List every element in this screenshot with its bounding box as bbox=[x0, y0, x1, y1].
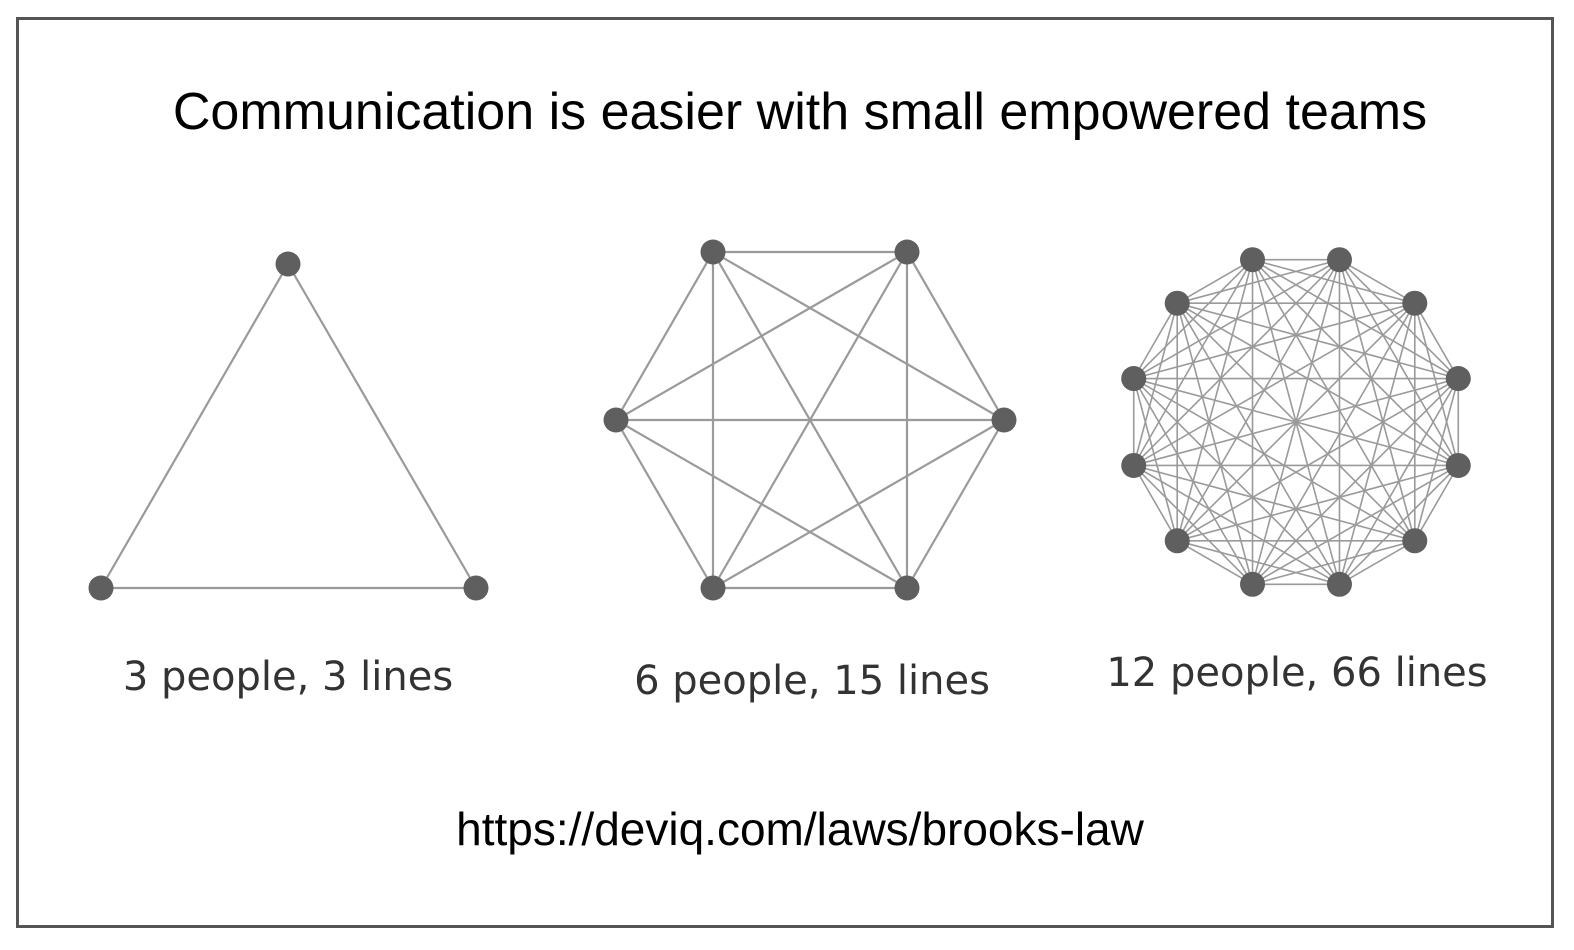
person-node bbox=[1240, 571, 1266, 597]
person-node bbox=[463, 575, 489, 601]
person-node bbox=[1121, 366, 1147, 392]
communication-line bbox=[1176, 302, 1254, 585]
communication-line bbox=[1133, 464, 1254, 585]
communication-line bbox=[1252, 540, 1416, 586]
person-node bbox=[1445, 366, 1471, 392]
communication-line bbox=[1176, 302, 1459, 380]
person-node bbox=[1326, 247, 1352, 273]
communication-line bbox=[1133, 378, 1254, 585]
person-node bbox=[700, 239, 726, 265]
communication-line bbox=[1251, 302, 1416, 585]
communication-line bbox=[1251, 259, 1416, 542]
communication-line bbox=[1176, 302, 1416, 542]
communication-line bbox=[1414, 465, 1459, 542]
person-node bbox=[1121, 452, 1147, 478]
communication-line bbox=[1132, 378, 1178, 542]
person-node bbox=[603, 407, 629, 433]
person-node bbox=[1402, 290, 1428, 316]
person-node bbox=[1445, 452, 1471, 478]
communication-line bbox=[1414, 302, 1459, 379]
communication-line bbox=[1133, 465, 1178, 542]
diagram-title: Communication is easier with small empow… bbox=[172, 83, 1428, 141]
communication-line bbox=[1339, 259, 1416, 304]
communication-line bbox=[1133, 464, 1416, 542]
person-node bbox=[894, 575, 920, 601]
communication-line bbox=[1176, 302, 1341, 585]
source-url: https://deviq.com/laws/brooks-law bbox=[456, 803, 1144, 855]
communication-line bbox=[1133, 377, 1416, 542]
communication-line bbox=[615, 419, 714, 589]
communication-line bbox=[1339, 540, 1416, 585]
communication-line bbox=[1176, 540, 1253, 585]
communication-line bbox=[615, 251, 714, 421]
person-node bbox=[894, 239, 920, 265]
graph-6-people bbox=[603, 239, 1017, 601]
person-node bbox=[700, 575, 726, 601]
communication-line bbox=[712, 419, 1005, 589]
communication-line bbox=[906, 251, 1005, 421]
communication-line bbox=[1133, 302, 1416, 467]
person-node bbox=[1164, 290, 1190, 316]
graph-label-6: 6 people, 15 lines bbox=[634, 658, 990, 704]
diagram-frame bbox=[16, 17, 1554, 928]
communication-line bbox=[1176, 302, 1459, 467]
communication-line bbox=[615, 251, 908, 421]
person-node bbox=[275, 251, 301, 277]
communication-line bbox=[1176, 259, 1253, 304]
person-node bbox=[1402, 528, 1428, 554]
communication-line bbox=[1133, 377, 1341, 585]
communication-line bbox=[1176, 259, 1341, 542]
communication-line bbox=[1133, 302, 1178, 379]
person-node bbox=[1240, 247, 1266, 273]
person-node bbox=[991, 407, 1017, 433]
person-node bbox=[1164, 528, 1190, 554]
communication-line bbox=[100, 263, 289, 589]
communication-line bbox=[1176, 258, 1340, 304]
communication-line bbox=[1176, 540, 1340, 586]
communication-line bbox=[906, 419, 1005, 589]
communication-line bbox=[1132, 302, 1178, 466]
communication-line bbox=[287, 263, 477, 589]
person-node bbox=[1326, 571, 1352, 597]
communication-line bbox=[1176, 464, 1459, 542]
graph-label-12: 12 people, 66 lines bbox=[1106, 650, 1488, 696]
communication-line bbox=[1133, 302, 1416, 380]
person-node bbox=[88, 575, 114, 601]
communication-line bbox=[615, 419, 908, 589]
communication-line bbox=[1176, 377, 1459, 542]
graph-12-people bbox=[1121, 247, 1471, 597]
graph-label-3: 3 people, 3 lines bbox=[122, 654, 454, 700]
graph-3-people bbox=[88, 251, 489, 601]
